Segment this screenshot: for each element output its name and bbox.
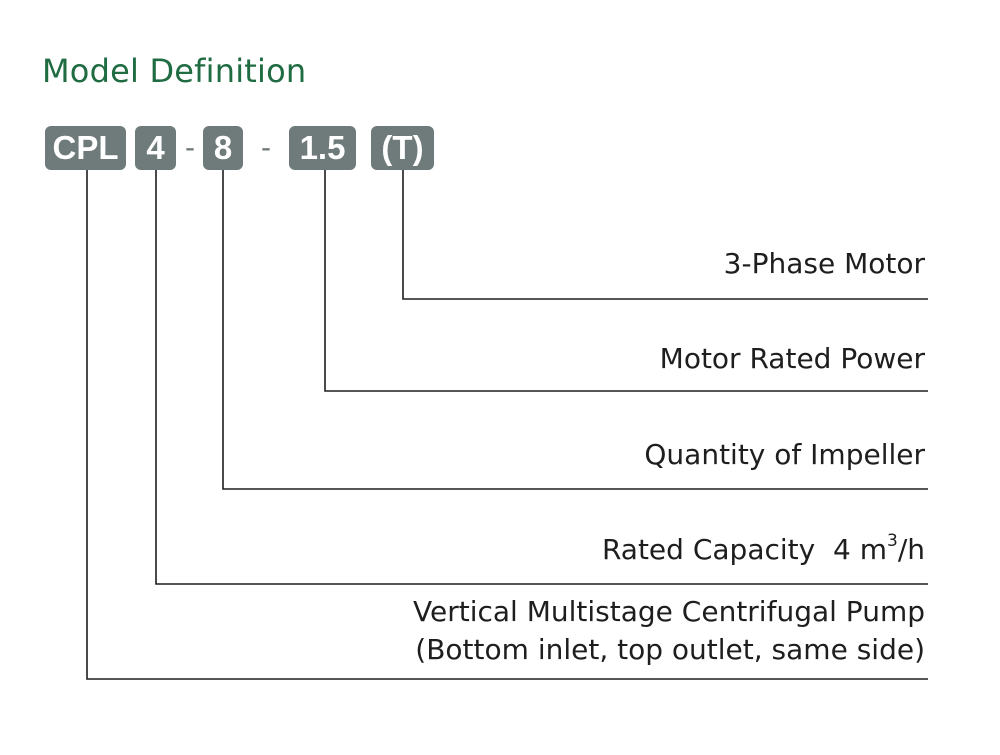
leader-line-impeller (222, 170, 928, 490)
segment-capacity: 4 (135, 126, 176, 170)
definition-impeller-qty: Quantity of Impeller (644, 438, 925, 471)
segment-cpl: CPL (45, 126, 126, 170)
pump-type-line2: (Bottom inlet, top outlet, same side) (415, 633, 925, 666)
segment-power: 1.5 (289, 126, 356, 170)
segment-motor-type: (T) (371, 126, 434, 170)
capacity-superscript: 3 (886, 531, 898, 551)
leader-line-motor-type (402, 170, 928, 300)
page-title: Model Definition (42, 52, 307, 90)
leader-line-capacity (155, 170, 928, 585)
definition-pump-type: Vertical Multistage Centrifugal Pump (Bo… (413, 593, 925, 669)
separator-dash: - (185, 131, 195, 164)
definition-rated-power: Motor Rated Power (659, 342, 925, 375)
capacity-suffix: /h (897, 533, 925, 566)
leader-line-pump (86, 170, 928, 680)
definition-rated-capacity: Rated Capacity 4 m3/h (602, 531, 925, 569)
segment-impeller: 8 (203, 126, 243, 170)
pump-type-line1: Vertical Multistage Centrifugal Pump (413, 595, 925, 628)
capacity-text: Rated Capacity 4 m (601, 533, 887, 566)
separator-dash: - (261, 131, 271, 164)
leader-line-power (324, 170, 928, 392)
definition-motor-type: 3-Phase Motor (723, 247, 925, 280)
